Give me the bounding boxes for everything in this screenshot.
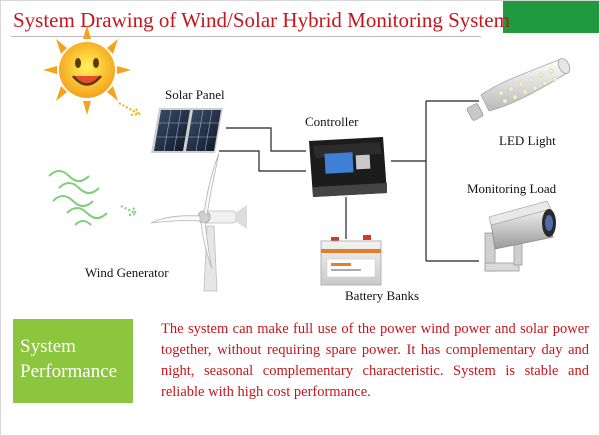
page-title: System Drawing of Wind/Solar Hybrid Moni…: [13, 8, 510, 32]
monitoring-load-label: Monitoring Load: [467, 181, 557, 196]
wind-turbine-icon: [150, 152, 247, 292]
sun-arrow-icon: [118, 102, 141, 116]
solar-panel-label: Solar Panel: [165, 87, 225, 102]
controller-label: Controller: [305, 114, 359, 129]
corner-accent: [503, 1, 599, 33]
solar-panel-icon: [151, 108, 223, 153]
battery-banks-label: Battery Banks: [345, 288, 420, 303]
controller-icon: [309, 137, 387, 197]
battery-icon: [320, 235, 382, 286]
wind-generator-label: Wind Generator: [85, 265, 169, 280]
sun-icon: [43, 25, 131, 115]
wind-icon: [48, 170, 108, 226]
wind-arrow-icon: [120, 205, 138, 216]
performance-description: The system can make full use of the powe…: [161, 321, 589, 400]
performance-heading-line2: Performance: [20, 361, 118, 382]
performance-heading-line1: System: [20, 336, 76, 357]
title-divider: [11, 36, 481, 37]
led-bulb-icon: [466, 58, 571, 121]
system-performance-box: System Performance: [13, 319, 133, 403]
led-light-label: LED Light: [499, 133, 556, 148]
wiring: [219, 100, 479, 262]
system-diagram: [43, 25, 571, 292]
cctv-camera-icon: [484, 200, 556, 272]
